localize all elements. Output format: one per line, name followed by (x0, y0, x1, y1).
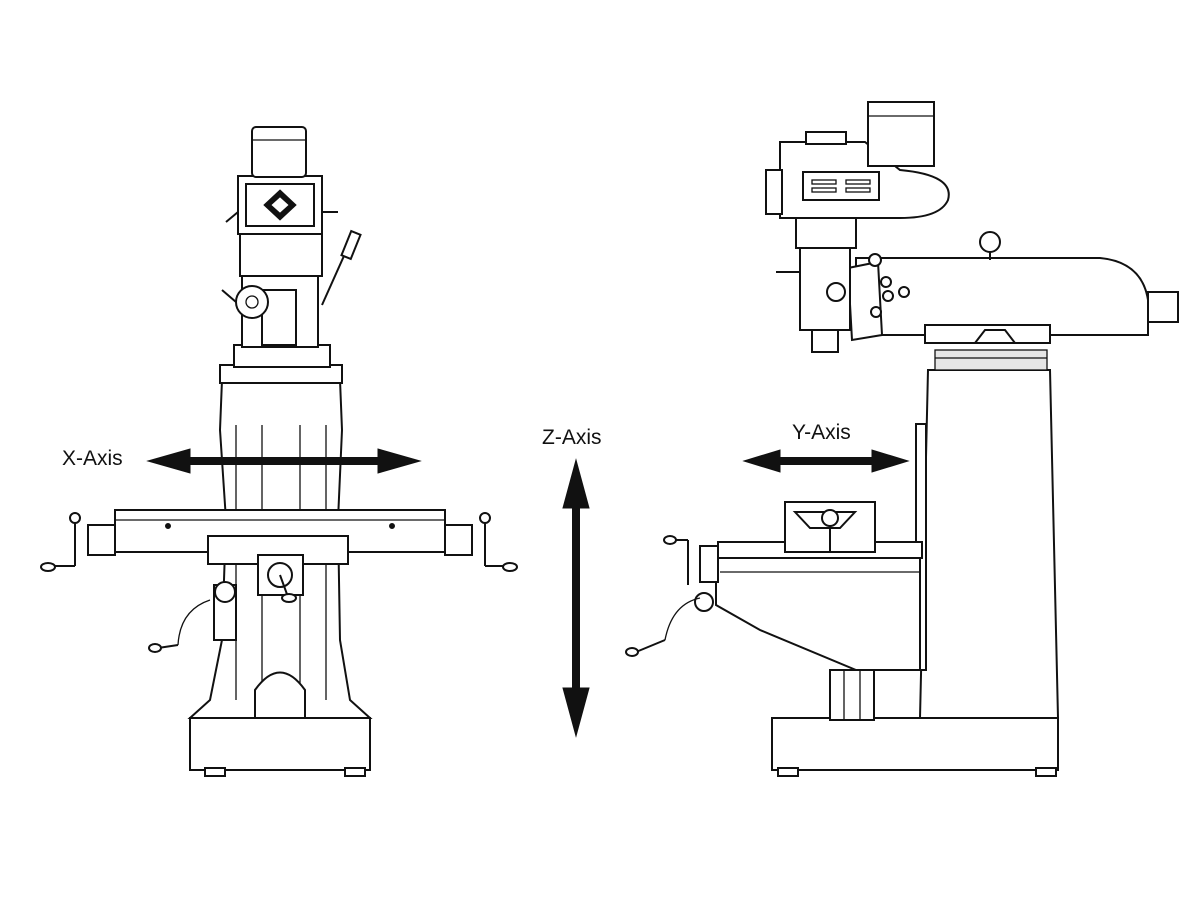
y-axis-label: Y-Axis (792, 421, 851, 444)
x-axis-label: X-Axis (62, 447, 123, 470)
y-axis-arrow (742, 449, 910, 473)
x-axis-arrow (146, 448, 422, 474)
z-axis-arrow (562, 458, 590, 738)
z-axis-label: Z-Axis (542, 426, 602, 449)
side-view-machine (625, 101, 1179, 777)
